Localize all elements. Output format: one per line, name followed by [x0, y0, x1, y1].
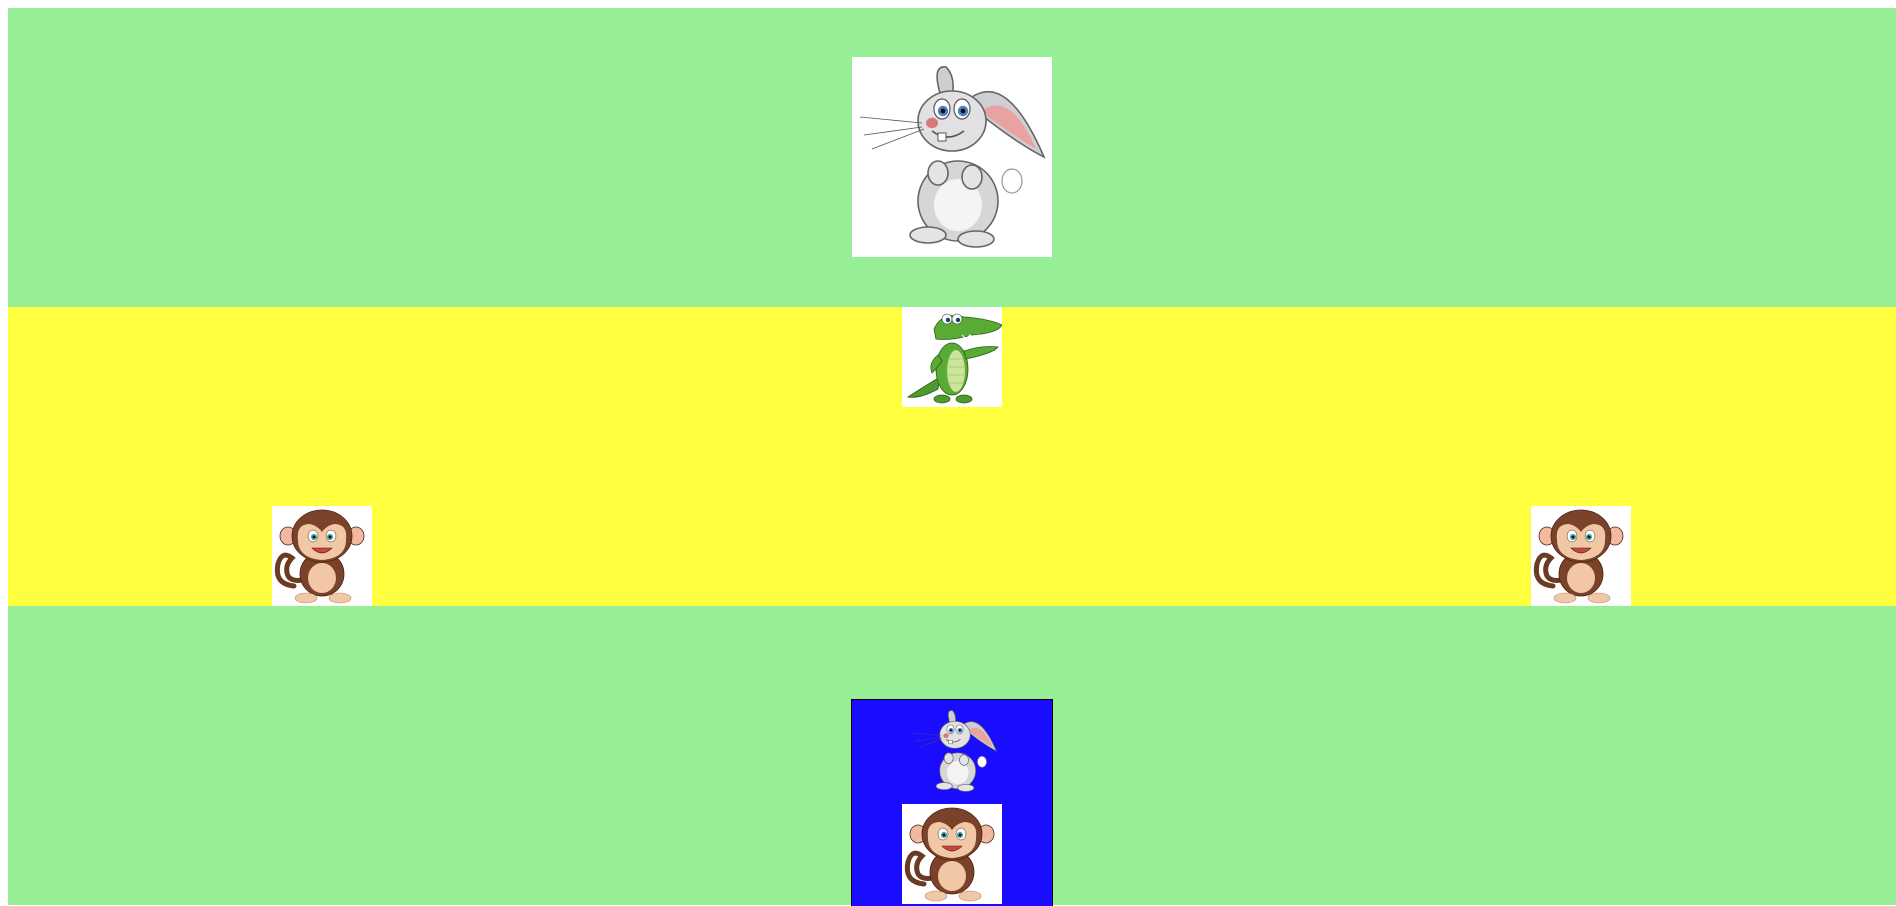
rabbit-icon — [852, 57, 1052, 257]
rabbit-piece-top[interactable] — [852, 57, 1052, 257]
monkey-piece-left[interactable] — [272, 506, 372, 606]
monkey-piece-right[interactable] — [1531, 506, 1631, 606]
monkey-icon — [1531, 506, 1631, 606]
monkey-icon — [272, 506, 372, 606]
game-board — [8, 8, 1896, 906]
home-base[interactable] — [851, 699, 1053, 906]
crocodile-icon — [902, 307, 1002, 407]
crocodile-piece[interactable] — [902, 307, 1002, 407]
monkey-piece-base[interactable] — [902, 804, 1002, 904]
monkey-icon — [902, 804, 1002, 904]
rabbit-icon — [910, 703, 1000, 799]
